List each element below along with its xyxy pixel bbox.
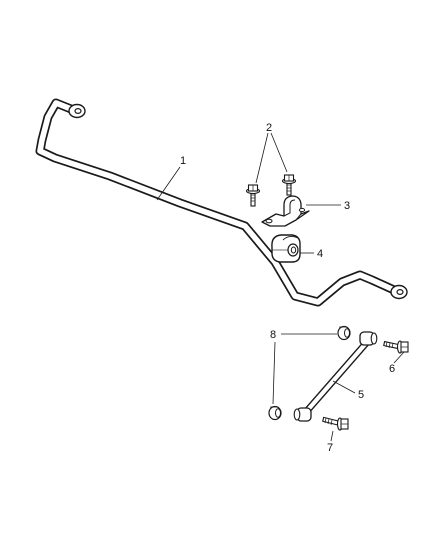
nut-icon — [268, 405, 282, 421]
nut-icon — [337, 325, 351, 341]
bolt-icon — [281, 174, 297, 196]
stabilizer-bar — [35, 98, 408, 307]
bar-right-end-eye — [390, 284, 408, 300]
callout-labels: 1 2 3 4 5 6 7 8 — [180, 122, 395, 454]
bolt-icon — [383, 340, 409, 354]
callout-2: 2 — [266, 122, 272, 134]
callout-5: 5 — [358, 389, 364, 401]
bushing-icon — [271, 234, 301, 263]
bolt-icon — [322, 416, 349, 431]
bar-left-end-eye — [68, 103, 86, 119]
bushing-retainer-icon — [261, 195, 310, 227]
callout-6: 6 — [389, 363, 395, 375]
callout-4: 4 — [317, 248, 323, 260]
callout-8: 8 — [270, 329, 276, 341]
bolt-icon — [245, 184, 261, 207]
callout-7: 7 — [327, 442, 333, 454]
stabilizer-link-icon — [293, 331, 378, 422]
leader-lines — [156, 132, 405, 442]
callout-1: 1 — [180, 155, 186, 167]
callout-3: 3 — [344, 200, 350, 212]
